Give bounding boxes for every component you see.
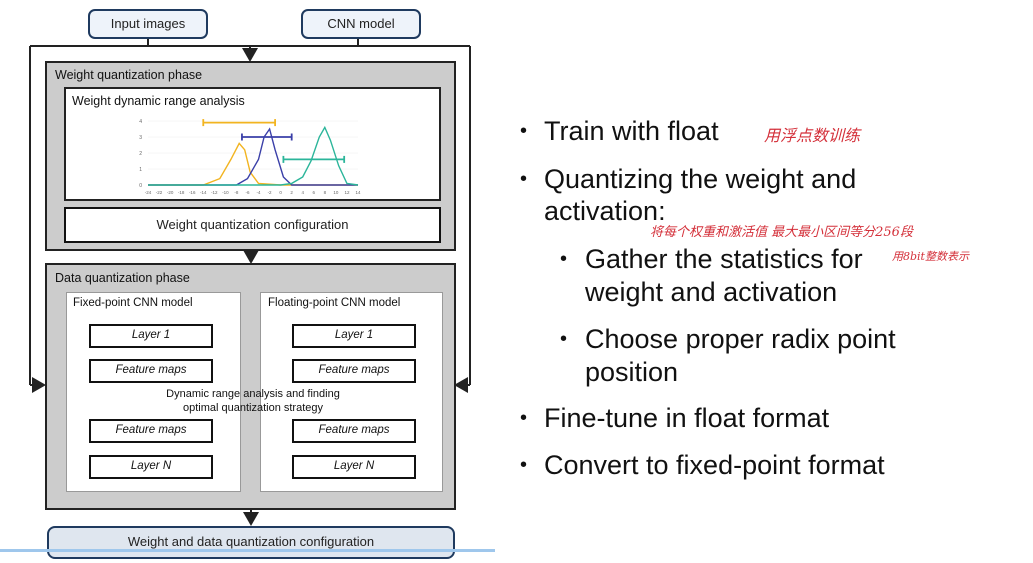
bullet-6-text: Convert to fixed-point format bbox=[544, 450, 885, 480]
weight-config-box: Weight quantization configuration bbox=[64, 207, 441, 243]
input-images-box: Input images bbox=[88, 9, 208, 39]
x-tick-label: 6 bbox=[313, 190, 316, 195]
x-tick-label: 12 bbox=[344, 190, 350, 195]
floating-point-title: Floating-point CNN model bbox=[268, 297, 401, 309]
bullet-5-text: Fine-tune in float format bbox=[544, 403, 830, 433]
weight-analysis-title: Weight dynamic range analysis bbox=[72, 94, 245, 108]
y-tick-label: 0 bbox=[139, 183, 142, 189]
diagram: Input images CNN model Weight quantizati… bbox=[0, 0, 500, 563]
x-tick-label: 10 bbox=[333, 190, 339, 195]
handwritten-note-3: 用8bit整数表示 bbox=[892, 250, 969, 263]
bullet-dot: • bbox=[520, 120, 528, 142]
x-tick-label: 0 bbox=[279, 190, 282, 195]
yellow-distribution-curve bbox=[148, 142, 358, 186]
float-feature-maps-1: Feature maps bbox=[292, 359, 416, 383]
bullet-4-line-1: Choose proper radix point bbox=[585, 324, 896, 354]
weight-phase-title: Weight quantization phase bbox=[55, 68, 203, 82]
x-tick-label: -12 bbox=[211, 190, 218, 195]
x-tick-label: -22 bbox=[156, 190, 163, 195]
bullet-4-line-2: position bbox=[585, 357, 679, 387]
x-tick-label: -2 bbox=[268, 190, 272, 195]
input-images-label: Input images bbox=[110, 16, 186, 31]
fixed-feature-maps-1: Feature maps bbox=[89, 359, 213, 383]
navy-distribution-curve bbox=[148, 127, 358, 186]
final-config-box: Weight and data quantization configurati… bbox=[47, 526, 455, 559]
x-tick-label: 2 bbox=[290, 190, 293, 195]
y-tick-label: 2 bbox=[139, 151, 142, 157]
cnn-model-box: CNN model bbox=[301, 9, 421, 39]
fixed-feature-maps-2: Feature maps bbox=[89, 419, 213, 443]
x-tick-label: -4 bbox=[257, 190, 261, 195]
fixed-point-title: Fixed-point CNN model bbox=[73, 297, 193, 309]
dynamic-range-line-2: optimal quantization strategy bbox=[182, 402, 324, 414]
x-tick-label: -20 bbox=[167, 190, 174, 195]
handwritten-note-1: 用浮点数训练 bbox=[764, 126, 861, 145]
data-phase-title: Data quantization phase bbox=[55, 271, 190, 285]
bullet-dot: • bbox=[520, 454, 528, 476]
slide-divider-line bbox=[0, 549, 495, 552]
y-tick-label: 1 bbox=[139, 167, 142, 173]
y-tick-label: 4 bbox=[139, 119, 142, 125]
float-layer-n: Layer N bbox=[292, 455, 416, 479]
x-tick-label: 14 bbox=[355, 190, 361, 195]
dynamic-range-text: Dynamic range analysis and finding optim… bbox=[148, 387, 358, 415]
x-tick-label: -6 bbox=[245, 190, 249, 195]
x-tick-label: -10 bbox=[222, 190, 229, 195]
x-tick-label: -8 bbox=[234, 190, 238, 195]
bullet-2-line-1: Quantizing the weight and bbox=[544, 164, 857, 194]
bullet-3-line-1: Gather the statistics for bbox=[585, 244, 863, 274]
bullet-dot: • bbox=[560, 328, 568, 350]
bullet-list: • Train with float • Quantizing the weig… bbox=[512, 0, 1033, 563]
x-tick-label: 8 bbox=[324, 190, 327, 195]
float-layer-1: Layer 1 bbox=[292, 324, 416, 348]
x-tick-label: -24 bbox=[145, 190, 152, 195]
bullet-dot: • bbox=[520, 168, 528, 190]
y-tick-label: 3 bbox=[139, 135, 142, 141]
bullet-dot: • bbox=[560, 248, 568, 270]
bullet-3-line-2: weight and activation bbox=[585, 277, 838, 307]
teal-distribution-curve bbox=[148, 125, 359, 186]
bullet-2-line-2: activation: bbox=[544, 196, 666, 226]
x-tick-label: 4 bbox=[301, 190, 304, 195]
x-tick-label: -18 bbox=[178, 190, 185, 195]
x-tick-label: -16 bbox=[189, 190, 196, 195]
fixed-layer-n: Layer N bbox=[89, 455, 213, 479]
bullet-dot: • bbox=[520, 407, 528, 429]
bullet-1-text: Train with float bbox=[544, 116, 719, 146]
fixed-layer-1: Layer 1 bbox=[89, 324, 213, 348]
dynamic-range-line-1: Dynamic range analysis and finding bbox=[166, 388, 340, 400]
weight-quantization-phase: Weight quantization phase Weight dynamic… bbox=[45, 61, 456, 251]
float-feature-maps-2: Feature maps bbox=[292, 419, 416, 443]
x-tick-label: -14 bbox=[200, 190, 207, 195]
handwritten-note-2: 将每个权重和激活值 最大最小区间等分256段 bbox=[650, 225, 913, 240]
cnn-model-label: CNN model bbox=[327, 16, 395, 31]
final-config-label: Weight and data quantization configurati… bbox=[127, 534, 375, 549]
weight-config-label: Weight quantization configuration bbox=[156, 217, 349, 232]
